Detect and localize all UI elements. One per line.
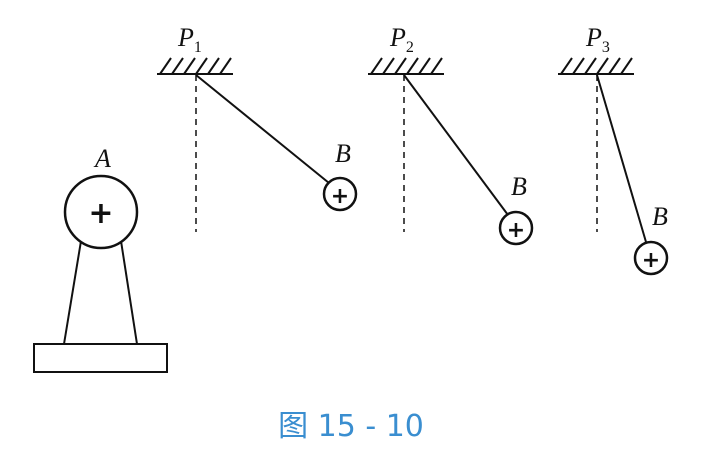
pendulum-3: P3 + B bbox=[558, 23, 669, 276]
sphere-a-stand: + A bbox=[33, 144, 168, 373]
ball-b-1-label: B bbox=[335, 139, 351, 168]
sphere-a-charge: + bbox=[88, 196, 113, 231]
thread-1 bbox=[195, 74, 330, 184]
ball-b-2-label: B bbox=[511, 172, 527, 201]
sphere-a-label: A bbox=[93, 144, 111, 173]
p3-label: P3 bbox=[585, 23, 610, 56]
stand-leg-right bbox=[120, 240, 138, 345]
pendulum-2: P2 + B bbox=[368, 23, 534, 246]
ball-b-1 bbox=[322, 176, 358, 212]
figure-caption: 图 15 - 10 bbox=[278, 409, 424, 444]
thread-3 bbox=[596, 74, 647, 243]
ball-b-3-charge: + bbox=[642, 248, 660, 273]
sphere-a bbox=[63, 174, 139, 250]
stand-leg-left bbox=[63, 240, 82, 345]
ceiling-hatch-3 bbox=[558, 57, 634, 75]
pendulum-1: P1 + B bbox=[157, 23, 358, 232]
ceiling-hatch-2 bbox=[368, 57, 444, 75]
stand-base bbox=[33, 343, 168, 373]
p2-label: P2 bbox=[389, 23, 414, 56]
thread-2 bbox=[403, 74, 509, 216]
ceiling-hatch-1 bbox=[157, 57, 233, 75]
ball-b-2 bbox=[498, 210, 534, 246]
ball-b-3-label: B bbox=[652, 202, 668, 231]
ball-b-3 bbox=[633, 240, 669, 276]
p1-label: P1 bbox=[177, 23, 202, 56]
ball-b-2-charge: + bbox=[507, 218, 525, 243]
ball-b-1-charge: + bbox=[331, 184, 349, 209]
